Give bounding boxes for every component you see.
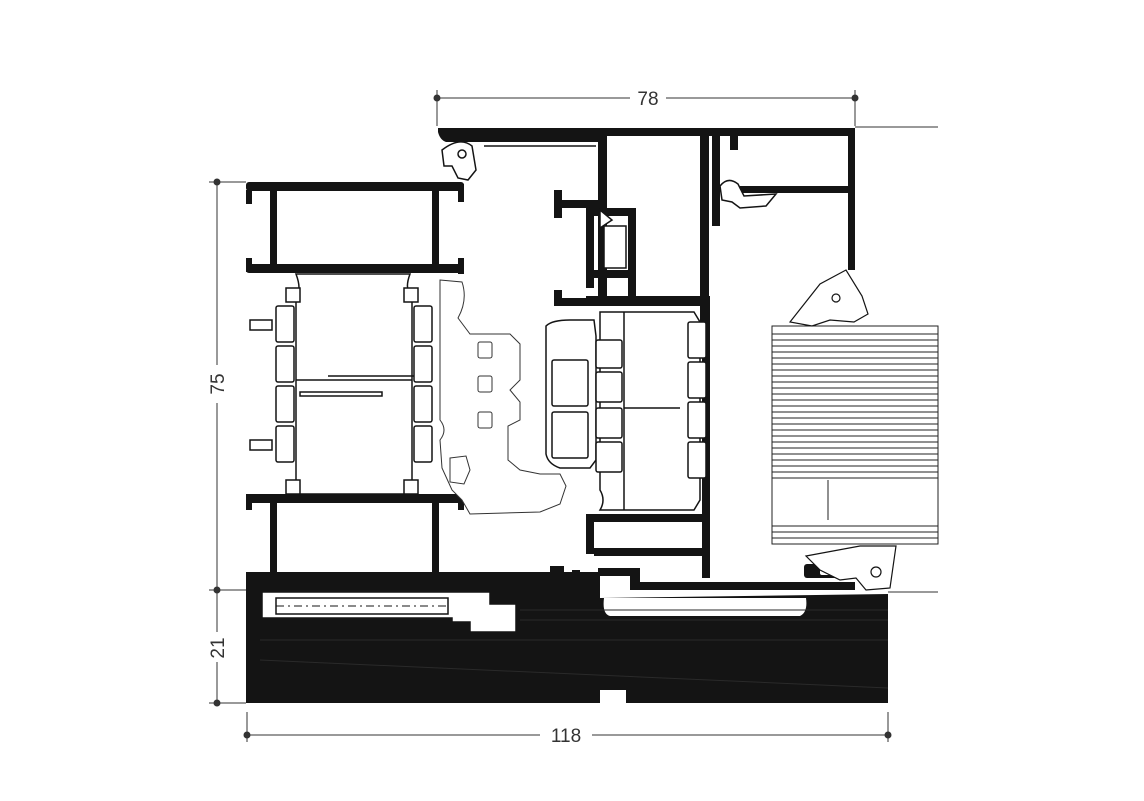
glazing-gaskets	[788, 269, 897, 591]
dimension-top-width: 78	[637, 89, 658, 110]
dimension-lines	[209, 90, 892, 742]
left-insulation-cells	[249, 287, 433, 495]
glazing-panel	[771, 325, 939, 545]
center-gasket	[439, 279, 567, 515]
right-thermal-break	[545, 311, 707, 511]
sill-base	[246, 564, 889, 703]
dimension-bottom-width: 118	[551, 726, 581, 747]
left-thermal-break	[294, 273, 414, 495]
top-gaskets	[441, 141, 778, 269]
reference-lines	[855, 126, 938, 593]
dimension-bottom-height: 21	[208, 637, 229, 658]
dimension-left-height: 75	[208, 373, 229, 394]
left-frame-profile	[246, 182, 464, 586]
